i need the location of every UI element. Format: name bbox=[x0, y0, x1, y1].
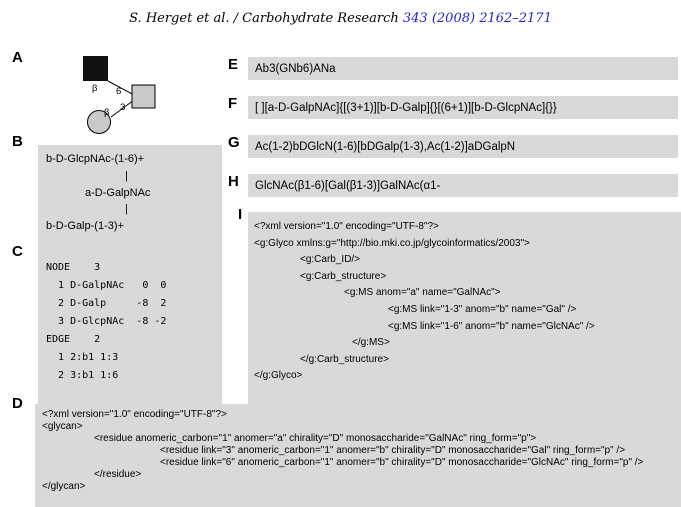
glycoxml-line: </g:Glyco> bbox=[254, 370, 303, 382]
kcf-line: 3 D-GlcpNAc -8 -2 bbox=[46, 316, 167, 327]
iupac2d-line: b-D-Galp-(1-3)+ bbox=[46, 220, 124, 233]
panel-c-box: NODE 3 1 D-GalpNAc 0 0 2 D-Galp -8 2 3 D… bbox=[38, 252, 222, 408]
linearcode-text: Ab3(GNb6)ANa bbox=[255, 62, 336, 75]
galnac-gray-square-icon bbox=[131, 84, 156, 109]
panel-i-box: <?xml version="1.0" encoding="UTF-8"?> <… bbox=[248, 212, 681, 408]
glycoxml-line: <g:MS link="1-3" anom="b" name="Gal" /> bbox=[388, 303, 577, 315]
glycoxml-line: </g:Carb_structure> bbox=[300, 353, 389, 365]
panel-label-e: E bbox=[228, 56, 239, 73]
glyde-xml-line: <residue anomeric_carbon="1" anomer="a" … bbox=[94, 433, 537, 444]
iupac2d-line: | bbox=[125, 203, 128, 216]
iupac2d-line: | bbox=[125, 169, 128, 182]
kcf-line: NODE 3 bbox=[46, 262, 101, 273]
journal-header: S. Herget et al. / Carbohydrate Research… bbox=[0, 11, 681, 26]
glycan-symbol-diagram: β 6 3 β bbox=[83, 56, 156, 134]
panel-label-g: G bbox=[228, 134, 240, 151]
kcf-line: 2 D-Galp -8 2 bbox=[46, 298, 167, 309]
linucs-text: [ ][a-D-GalpNAc]{[(3+1)][b-D-Galp]{}[(6+… bbox=[255, 101, 557, 114]
position-label-top: 6 bbox=[116, 86, 121, 97]
gal-gray-circle-icon bbox=[87, 110, 111, 134]
panel-b-box: b-D-GlcpNAc-(1-6)+ | a-D-GalpNAc | b-D-G… bbox=[38, 145, 222, 253]
journal-header-citation: 343 (2008) 2162–2171 bbox=[402, 11, 552, 26]
panel-label-b: B bbox=[12, 133, 23, 150]
glcnac-filled-square-icon bbox=[83, 56, 108, 81]
iupac2d-line: a-D-GalpNAc bbox=[85, 186, 151, 199]
kcf-line: 2 3:b1 1:6 bbox=[46, 370, 119, 381]
glyde-xml-line: <residue link="3" anomeric_carbon="1" an… bbox=[160, 445, 626, 456]
glycoxml-line: <g:MS anom="a" name="GalNAc"> bbox=[344, 287, 501, 299]
glyde-xml-line: </glycan> bbox=[42, 481, 86, 492]
panel-label-c: C bbox=[12, 243, 23, 260]
panel-e-box: Ab3(GNb6)ANa bbox=[248, 57, 678, 80]
panel-label-i: I bbox=[238, 206, 243, 223]
panel-f-box: [ ][a-D-GalpNAc]{[(3+1)][b-D-Galp]{}[(6+… bbox=[248, 96, 678, 119]
glycoxml-line: <g:Carb_ID/> bbox=[300, 254, 361, 266]
panel-label-h: H bbox=[228, 173, 239, 190]
bcsdb-text: Ac(1-2)bDGlcN(1-6)[bDGalp(1-3),Ac(1-2)]a… bbox=[255, 140, 516, 153]
panel-d-box: <?xml version="1.0" encoding="UTF-8"?> <… bbox=[35, 404, 681, 507]
glycoxml-line: <g:Glyco xmlns:g="http://bio.mki.co.jp/g… bbox=[254, 237, 530, 249]
panel-g-box: Ac(1-2)bDGlcN(1-6)[bDGalp(1-3),Ac(1-2)]a… bbox=[248, 135, 678, 158]
kcf-line: 1 2:b1 1:3 bbox=[46, 352, 119, 363]
glyde-xml-line: <residue link="6" anomeric_carbon="1" an… bbox=[160, 457, 644, 468]
glycoxml-line: <g:Carb_structure> bbox=[300, 270, 387, 282]
kcf-line: 1 D-GalpNAc 0 0 bbox=[46, 280, 167, 291]
glycoxml-line: <?xml version="1.0" encoding="UTF-8"?> bbox=[254, 221, 439, 232]
anomer-label-top: β bbox=[92, 83, 98, 94]
iupac2d-line: b-D-GlcpNAc-(1-6)+ bbox=[46, 153, 145, 165]
linkage-line-3 bbox=[110, 99, 135, 118]
glyde-xml-line: </residue> bbox=[94, 469, 142, 480]
glyde-xml-line: <glycan> bbox=[42, 421, 83, 432]
panel-h-box: GlcNAc(β1-6)[Gal(β1-3)]GalNAc(α1- bbox=[248, 174, 678, 197]
panel-label-f: F bbox=[228, 95, 238, 112]
journal-header-authors: S. Herget et al. / Carbohydrate Research bbox=[129, 11, 403, 26]
iupac-condensed-text: GlcNAc(β1-6)[Gal(β1-3)]GalNAc(α1- bbox=[255, 179, 441, 192]
panel-label-d: D bbox=[12, 395, 23, 412]
position-label-bottom: 3 bbox=[120, 102, 125, 113]
kcf-line: EDGE 2 bbox=[46, 334, 101, 345]
linkage-line-6 bbox=[107, 80, 135, 96]
glyde-xml-line: <?xml version="1.0" encoding="UTF-8"?> bbox=[42, 409, 227, 420]
panel-label-a: A bbox=[12, 49, 23, 66]
glycoxml-line: <g:MS link="1-6" anom="b" name="GlcNAc" … bbox=[388, 320, 595, 332]
glycoxml-line: </g:MS> bbox=[352, 337, 390, 349]
anomer-label-bottom: β bbox=[104, 107, 110, 118]
